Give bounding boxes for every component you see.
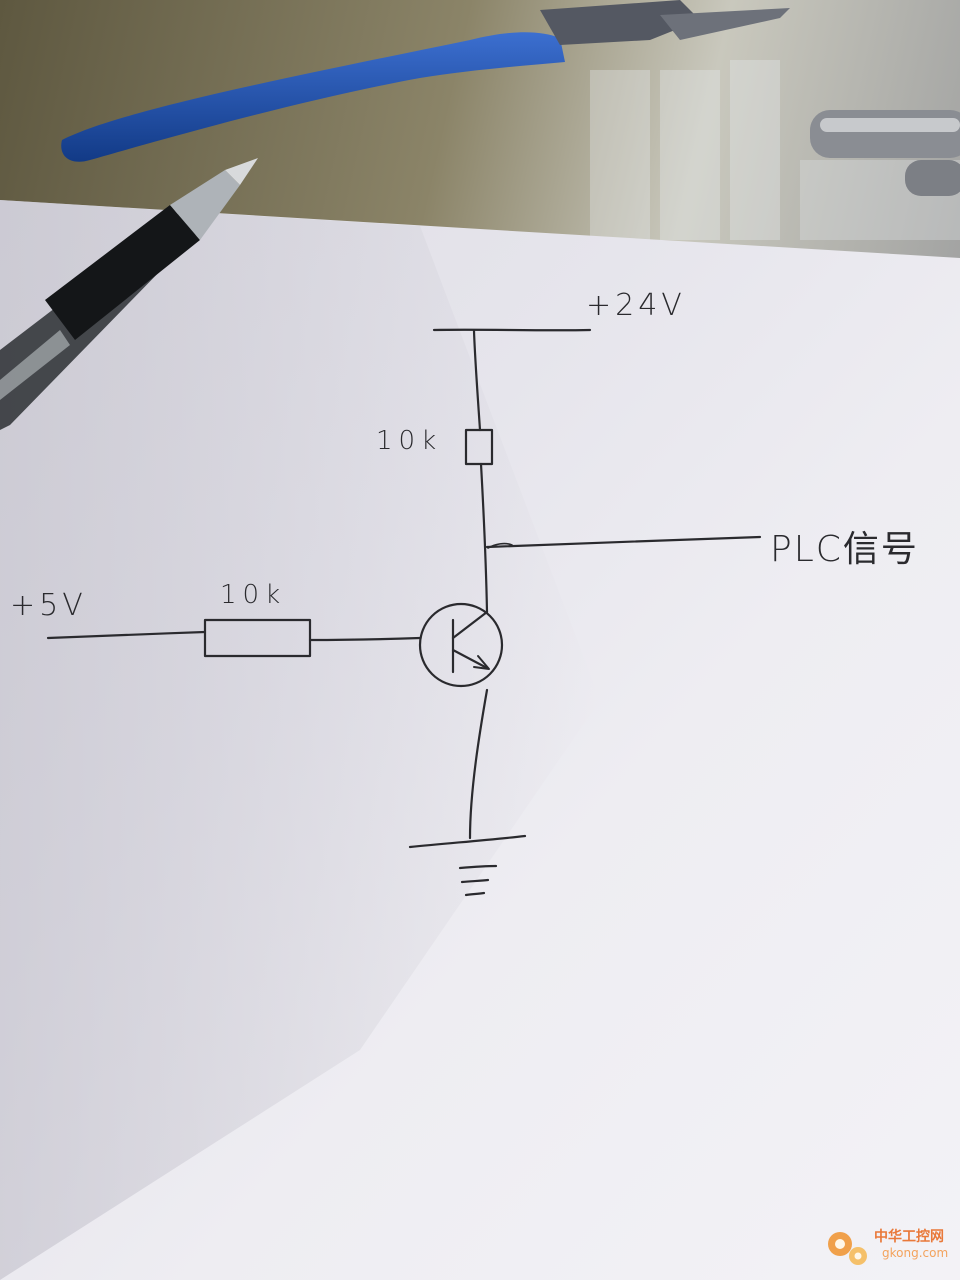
plc-signal-label: PLC信号	[770, 529, 919, 570]
input-voltage-label: +5V	[10, 588, 87, 623]
output-wire	[485, 535, 762, 549]
paper-shadow	[0, 200, 600, 1280]
collector-resistor	[464, 428, 494, 466]
input-wire	[46, 630, 207, 640]
collector-wire	[479, 462, 489, 614]
gear-logo-icon	[828, 1232, 867, 1265]
ground-line-3	[460, 878, 490, 884]
transistor-emitter	[451, 648, 489, 670]
collector-resistor-label: 10k	[376, 426, 443, 456]
ground-line-4	[464, 891, 486, 897]
site-watermark: 中华工控网 gkong.com	[822, 1222, 958, 1272]
ground-line-1	[408, 834, 527, 849]
transistor-collector	[451, 610, 489, 640]
ground-line-2	[458, 864, 498, 870]
circuit-diagram	[46, 328, 762, 897]
watermark-text-en: gkong.com	[882, 1246, 949, 1260]
window-reflection	[590, 60, 960, 240]
transistor-body	[418, 602, 504, 688]
watermark-text-cn: 中华工控网	[874, 1229, 944, 1245]
pliers	[61, 0, 790, 162]
pen	[0, 158, 258, 430]
supply-wire	[472, 329, 482, 432]
base-resistor	[203, 618, 312, 658]
metal-tool	[810, 110, 960, 196]
base-wire	[308, 636, 422, 642]
base-resistor-label: 10k	[220, 580, 287, 610]
supply-voltage-label: +24V	[586, 288, 686, 323]
supply-rail	[432, 328, 592, 332]
ground-wire	[468, 688, 489, 840]
